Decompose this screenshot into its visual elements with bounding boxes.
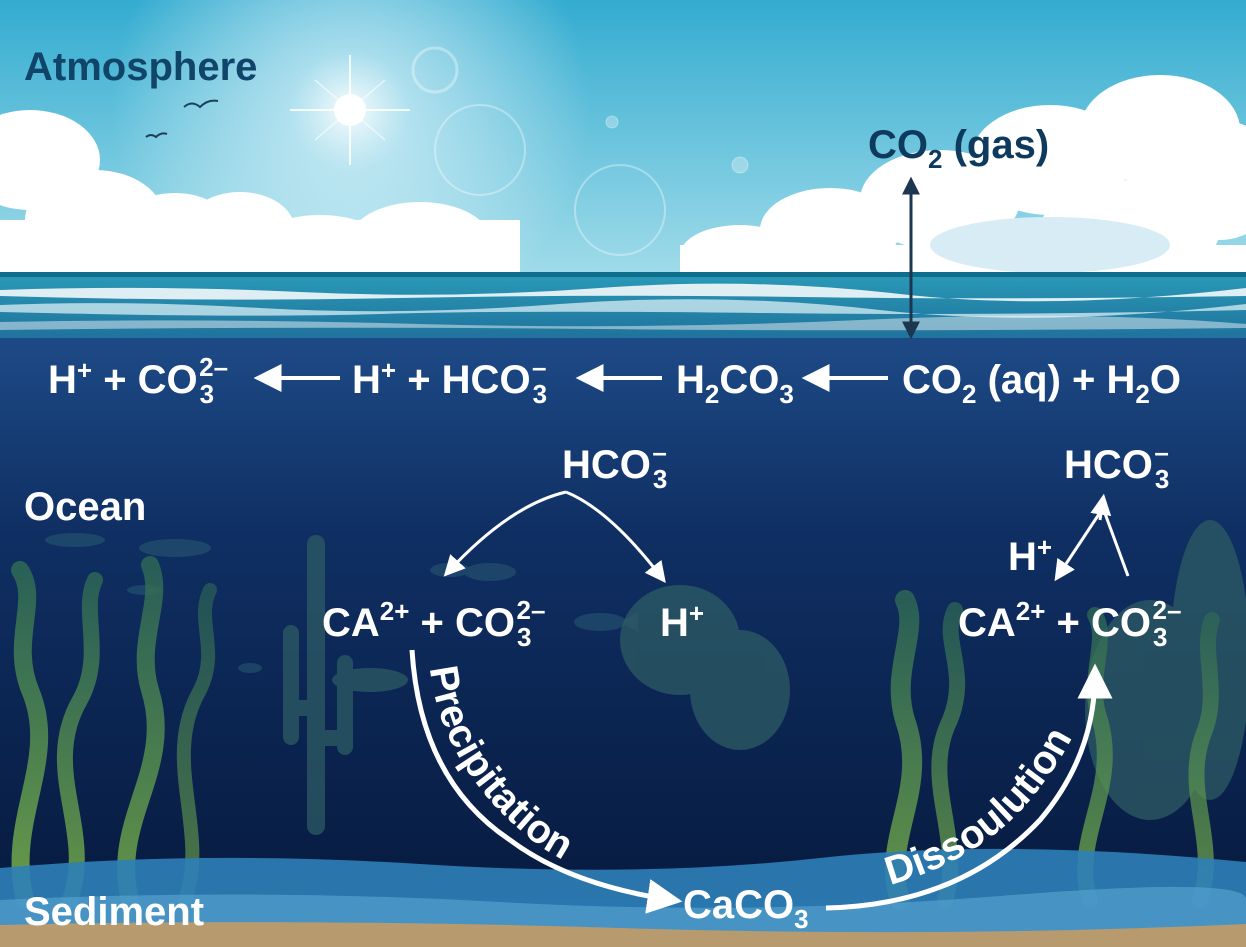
precipitation-arrow xyxy=(409,649,683,914)
bicarbonate-left: HCO3– xyxy=(562,437,667,494)
ions-right: CA2+ + CO32– xyxy=(958,595,1181,652)
split-arrow-to-ions xyxy=(443,490,567,577)
ions-left: CA2+ + CO32– xyxy=(322,595,545,652)
reaction-chain: H+ + CO32– H+ + HCO3– H2CO3 CO2 (aq) + H… xyxy=(48,352,1181,409)
species-bicarbonate: H+ + HCO3– xyxy=(352,352,547,409)
calcium-carbonate: CaCO3 xyxy=(683,883,809,934)
species-dissolved-co2: CO2 (aq) + H2O xyxy=(902,358,1181,409)
cloud-right xyxy=(680,75,1246,290)
sun-icon xyxy=(290,55,410,165)
cloud-left xyxy=(0,110,520,290)
svg-text:CO2 (gas): CO2 (gas) xyxy=(868,123,1049,174)
proton-right: H+ xyxy=(1008,532,1052,579)
bird-icon xyxy=(145,99,219,139)
zone-label-atmosphere: Atmosphere xyxy=(24,45,257,89)
sediment-layer xyxy=(0,848,1246,947)
zone-label-ocean: Ocean xyxy=(24,485,146,529)
species-carbonic-acid: H2CO3 xyxy=(676,358,794,409)
coral-silhouette xyxy=(283,520,1246,835)
sea-surface xyxy=(0,272,1246,344)
bicarbonate-right: HCO3– xyxy=(1064,437,1169,494)
species-carbonate: H+ + CO32– xyxy=(48,352,228,409)
merge-arrowhead-up xyxy=(1090,493,1112,521)
co2-gas-label: CO2 (gas) xyxy=(868,123,1049,174)
precipitation-branch: HCO3– CA2+ + CO32– H+ xyxy=(322,437,704,652)
split-arrow-to-proton xyxy=(565,490,666,584)
zone-label-sediment: Sediment xyxy=(24,890,204,934)
dissolution-arrow xyxy=(825,663,1113,911)
dissolution-branch: CA2+ + CO32– H+ HCO3– xyxy=(958,437,1181,652)
lens-flare xyxy=(411,46,749,256)
sky xyxy=(0,0,1246,290)
proton-left: H+ xyxy=(660,598,704,645)
